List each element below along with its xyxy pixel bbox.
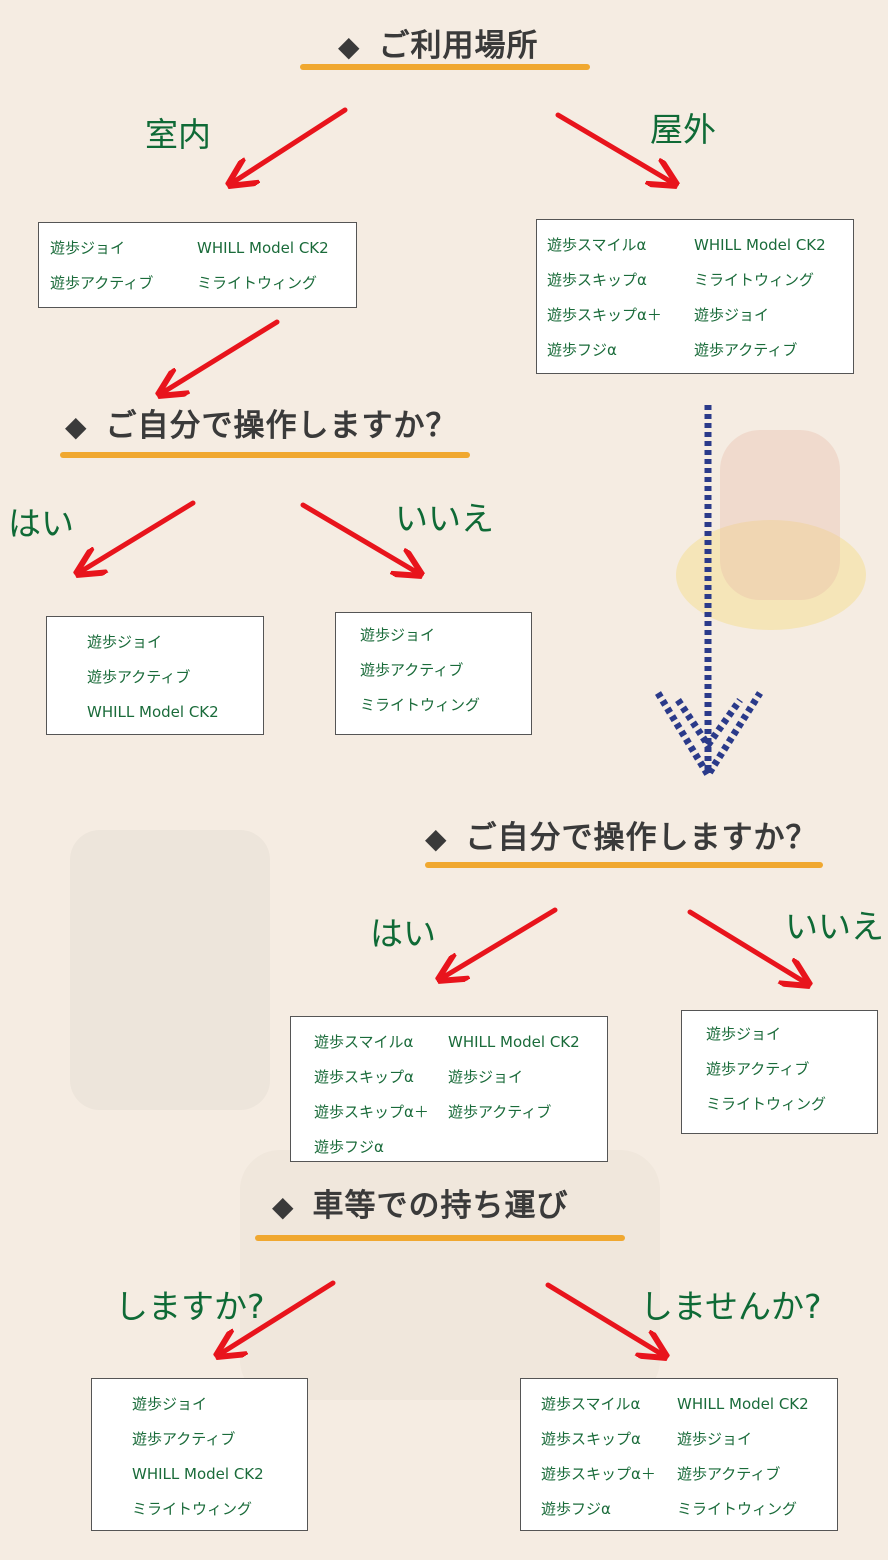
model-item[interactable]: 遊歩スキップα＋ xyxy=(547,306,662,324)
model-item[interactable]: 遊歩スキップα xyxy=(314,1068,414,1086)
outdoor-self-operate-heading: ◆ご自分で操作しますか？ xyxy=(425,820,818,856)
model-item[interactable]: 遊歩スマイルα xyxy=(547,236,647,254)
transport-no-models-box: 遊歩スマイルα 遊歩スキップα 遊歩スキップα＋ 遊歩フジα WHILL Model … xyxy=(520,1378,838,1531)
arrow-transport-yes xyxy=(220,1280,336,1354)
model-item[interactable]: 遊歩アクティブ xyxy=(694,341,798,359)
model-item[interactable]: 遊歩フジα xyxy=(541,1500,611,1518)
arrow-outdoor-no xyxy=(687,909,806,983)
indoor-yes-label: はい xyxy=(8,504,74,543)
model-item[interactable]: 遊歩ジョイ xyxy=(694,306,770,324)
transport-yes-models-box: 遊歩ジョイ遊歩アクティブ WHILL Model CK2 ミライトウィング xyxy=(91,1378,308,1531)
model-item[interactable]: 遊歩スキップα xyxy=(547,271,647,289)
model-item[interactable]: 遊歩ジョイ xyxy=(677,1430,753,1448)
heading-underline xyxy=(60,452,470,458)
arrow-indoor xyxy=(232,107,348,183)
arrow-outdoor-yes xyxy=(442,907,558,978)
group-people-illustration xyxy=(240,1150,660,1400)
wheelchair-illustration xyxy=(70,830,270,1110)
model-item[interactable]: 遊歩スマイルα xyxy=(541,1395,641,1413)
model-item[interactable]: ミライトウィング xyxy=(677,1500,798,1518)
model-item[interactable]: WHILL Model CK2 xyxy=(677,1395,809,1413)
model-item[interactable]: 遊歩スキップα＋ xyxy=(541,1465,656,1483)
dotted-down-arrow xyxy=(655,405,763,782)
model-item[interactable]: 遊歩アクティブ xyxy=(677,1465,781,1483)
model-item[interactable]: WHILL Model CK2 xyxy=(87,703,219,721)
model-item[interactable]: WHILL Model CK2 xyxy=(197,239,329,257)
outdoor-label: 屋外 xyxy=(650,110,716,149)
model-item[interactable]: WHILL Model CK2 xyxy=(694,236,826,254)
elderly-couple-illustration xyxy=(676,520,866,630)
model-item[interactable]: ミライトウィング xyxy=(706,1095,827,1113)
indoor-label: 室内 xyxy=(145,115,211,154)
outdoor-yes-label: はい xyxy=(370,914,436,953)
model-item[interactable]: 遊歩ジョイ xyxy=(50,239,126,257)
transport-no-label: しませんか? xyxy=(640,1287,822,1326)
arrow-indoor-yes xyxy=(80,500,196,572)
walking-couple-illustration xyxy=(720,430,840,600)
indoor-no-models-box: 遊歩ジョイ遊歩アクティブミライトウィング xyxy=(335,612,532,735)
model-item[interactable]: ミライトウィング xyxy=(132,1500,253,1518)
outdoor-yes-models-box: 遊歩スマイルα 遊歩スキップα 遊歩スキップα＋ 遊歩フジα WHILL Model … xyxy=(290,1016,608,1162)
model-item[interactable]: 遊歩ジョイ xyxy=(448,1068,524,1086)
model-item[interactable]: 遊歩アクティブ xyxy=(132,1430,236,1448)
model-item[interactable]: WHILL Model CK2 xyxy=(448,1033,580,1051)
model-item[interactable]: ミライトウィング xyxy=(360,696,481,714)
model-item[interactable]: 遊歩スキップα xyxy=(541,1430,641,1448)
indoor-models-box: 遊歩ジョイ遊歩アクティブ WHILL Model CK2 ミライトウィング xyxy=(38,222,357,308)
heading-underline xyxy=(425,862,823,868)
model-item[interactable]: 遊歩ジョイ xyxy=(706,1025,782,1043)
outdoor-no-label: いいえ xyxy=(785,907,884,946)
arrow-indoor-to-question xyxy=(162,319,280,393)
model-item[interactable]: 遊歩アクティブ xyxy=(87,668,191,686)
model-item[interactable]: 遊歩ジョイ xyxy=(360,626,436,644)
arrow-indoor-no xyxy=(300,502,418,573)
indoor-self-operate-heading: ◆ご自分で操作しますか？ xyxy=(65,408,458,444)
model-item[interactable]: 遊歩スマイルα xyxy=(314,1033,414,1051)
indoor-no-label: いいえ xyxy=(395,499,494,538)
location-heading: ◆ご利用場所 xyxy=(338,28,539,64)
model-item[interactable]: 遊歩フジα xyxy=(314,1138,384,1156)
transport-heading: ◆車等での持ち運び xyxy=(272,1188,569,1224)
arrow-outdoor xyxy=(555,112,673,183)
model-item[interactable]: ミライトウィング xyxy=(197,274,318,292)
model-item[interactable]: 遊歩ジョイ xyxy=(87,633,163,651)
heading-underline xyxy=(255,1235,625,1241)
heading-underline xyxy=(300,64,590,70)
model-item[interactable]: 遊歩スキップα＋ xyxy=(314,1103,429,1121)
indoor-yes-models-box: 遊歩ジョイ遊歩アクティブ WHILL Model CK2 xyxy=(46,616,264,735)
model-item[interactable]: WHILL Model CK2 xyxy=(132,1465,264,1483)
outdoor-no-models-box: 遊歩ジョイ遊歩アクティブミライトウィング xyxy=(681,1010,878,1134)
outdoor-models-box: 遊歩スマイルα 遊歩スキップα 遊歩スキップα＋ 遊歩フジα WHILL Model … xyxy=(536,219,854,374)
model-item[interactable]: 遊歩ジョイ xyxy=(132,1395,208,1413)
model-item[interactable]: 遊歩フジα xyxy=(547,341,617,359)
arrow-transport-no xyxy=(545,1282,663,1355)
model-item[interactable]: 遊歩アクティブ xyxy=(448,1103,552,1121)
model-item[interactable]: 遊歩アクティブ xyxy=(50,274,154,292)
transport-yes-label: しますか? xyxy=(115,1287,265,1326)
model-item[interactable]: 遊歩アクティブ xyxy=(706,1060,810,1078)
model-item[interactable]: 遊歩アクティブ xyxy=(360,661,464,679)
model-item[interactable]: ミライトウィング xyxy=(694,271,815,289)
